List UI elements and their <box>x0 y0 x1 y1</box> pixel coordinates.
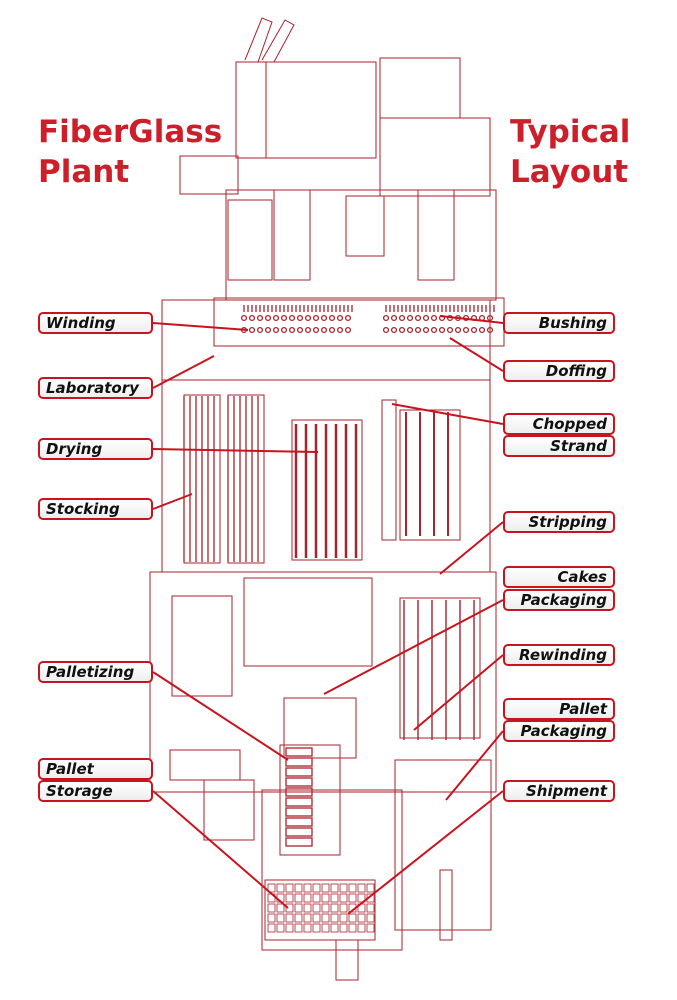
label-winding: Winding <box>38 312 153 334</box>
equipment-detail <box>183 305 495 933</box>
label-pallet-packaging-line1: Pallet <box>503 698 615 720</box>
leader-line <box>152 355 215 389</box>
label-doffing: Doffing <box>503 360 615 382</box>
title-line-typical: Typical <box>510 114 631 150</box>
leader-line <box>413 654 504 731</box>
label-chopped-strand-line1: Chopped <box>503 413 615 435</box>
label-pallet-packaging-line2: Packaging <box>503 720 615 742</box>
leader-line <box>152 790 289 909</box>
label-palletizing: Palletizing <box>38 661 153 683</box>
label-bushing: Bushing <box>503 312 615 334</box>
leader-line <box>449 337 504 372</box>
label-chopped-strand-line2: Strand <box>503 435 615 457</box>
title-line-fiberglass: FiberGlass <box>38 114 223 150</box>
label-drying: Drying <box>38 438 153 460</box>
leader-line <box>323 599 504 695</box>
label-laboratory: Laboratory <box>38 377 153 399</box>
title-line-plant: Plant <box>38 154 130 190</box>
leader-line <box>445 730 504 801</box>
leader-line <box>439 315 504 324</box>
leader-line <box>152 671 289 761</box>
leader-line <box>152 322 249 331</box>
diagram-title-right: Typical Layout <box>510 112 630 192</box>
diagram-title-left: FiberGlass Plant <box>38 112 222 192</box>
label-rewinding: Rewinding <box>503 644 615 666</box>
leader-line <box>439 521 504 575</box>
leader-line <box>391 403 504 425</box>
title-line-layout: Layout <box>510 154 629 190</box>
plant-building-outline <box>149 17 505 981</box>
label-stripping: Stripping <box>503 511 615 533</box>
label-pallet-storage-line1: Pallet <box>38 758 153 780</box>
leader-lines <box>152 315 504 915</box>
label-cakes-packaging-line2: Packaging <box>503 589 615 611</box>
label-pallet-storage-line2: Storage <box>38 780 153 802</box>
leader-line <box>152 493 193 510</box>
label-shipment: Shipment <box>503 780 615 802</box>
leader-line <box>152 448 319 453</box>
label-stocking: Stocking <box>38 498 153 520</box>
leader-line <box>347 790 504 915</box>
label-cakes-packaging-line1: Cakes <box>503 566 615 588</box>
